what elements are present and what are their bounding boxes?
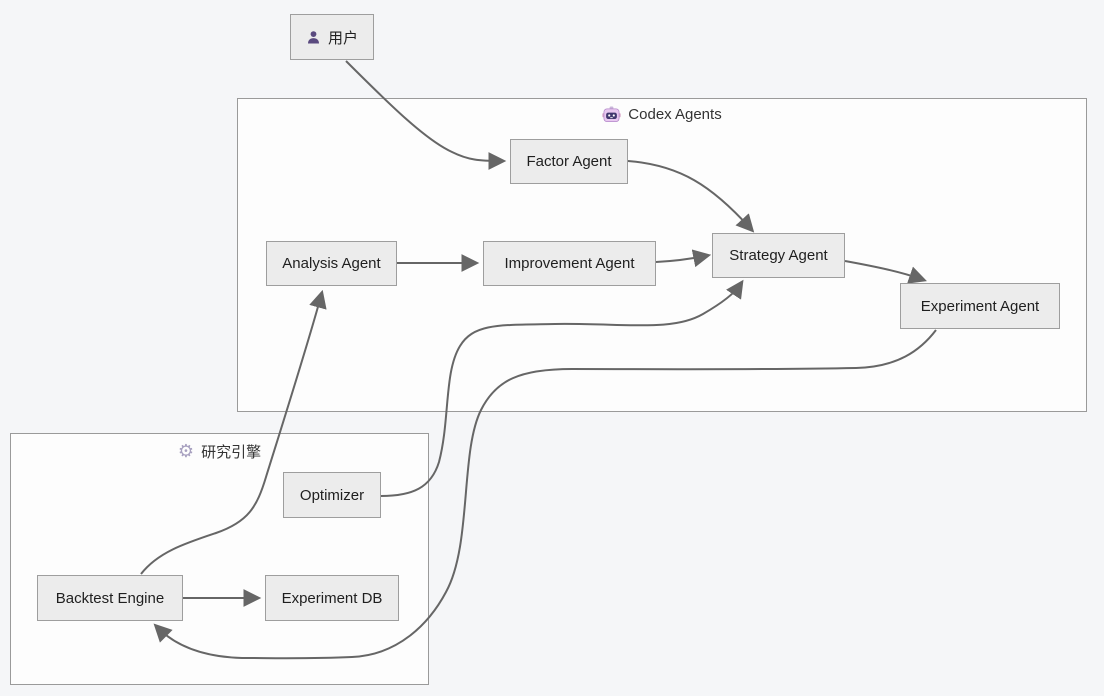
- node-backtest-engine-label: Backtest Engine: [55, 589, 165, 607]
- node-optimizer-label: Optimizer: [299, 486, 365, 504]
- node-experiment-db-label: Experiment DB: [281, 589, 383, 607]
- robot-icon: [602, 106, 621, 123]
- node-strategy-agent: Strategy Agent: [712, 233, 845, 278]
- node-factor-agent: Factor Agent: [510, 139, 628, 184]
- node-strategy-agent-label: Strategy Agent: [729, 247, 828, 264]
- node-user: 用户: [290, 14, 374, 60]
- node-experiment-agent: Experiment Agent: [900, 283, 1060, 329]
- research-engine-title: 研究引擎: [201, 444, 262, 461]
- codex-agents-title: Codex Agents: [628, 106, 722, 123]
- research-engine-label: ⚙ 研究引擎: [11, 441, 428, 462]
- node-improvement-agent-label: Improvement Agent: [504, 255, 635, 272]
- node-improvement-agent: Improvement Agent: [483, 241, 656, 286]
- person-icon: [306, 30, 321, 45]
- node-analysis-agent-label: Analysis Agent: [282, 255, 381, 272]
- gear-icon: ⚙: [177, 440, 195, 462]
- node-experiment-agent-label: Experiment Agent: [920, 297, 1040, 315]
- node-optimizer: Optimizer: [283, 472, 381, 518]
- node-backtest-engine: Backtest Engine: [37, 575, 183, 621]
- node-experiment-db: Experiment DB: [265, 575, 399, 621]
- node-user-label: 用户: [327, 29, 358, 47]
- research-engine-container: ⚙ 研究引擎: [10, 433, 429, 685]
- node-factor-agent-label: Factor Agent: [526, 153, 612, 170]
- node-analysis-agent: Analysis Agent: [266, 241, 397, 286]
- codex-agents-label: Codex Agents: [238, 106, 1086, 123]
